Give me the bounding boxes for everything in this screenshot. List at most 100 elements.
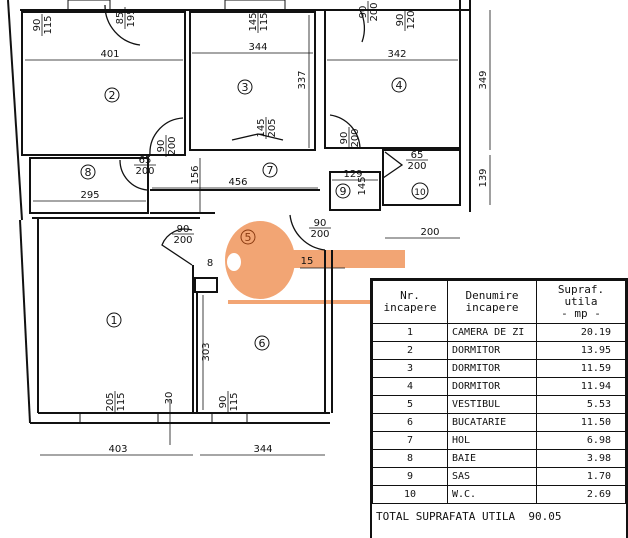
fraction-numerator: 90 xyxy=(32,19,43,32)
dimension-label: 295 xyxy=(80,190,99,201)
fraction-numerator: 85 xyxy=(115,12,126,25)
cell-name: HOL xyxy=(447,431,537,450)
cell-nr: 3 xyxy=(372,359,448,378)
walls xyxy=(7,0,471,424)
dimension-label: 337 xyxy=(297,70,308,89)
cell-area: 13.95 xyxy=(536,341,626,360)
floor-plan: 1 2 3 4 5 6 7 8 9 10 401 344 342 337 349… xyxy=(7,0,491,456)
fraction-denominator: 115 xyxy=(43,15,54,34)
cell-area: 1.70 xyxy=(536,467,626,486)
dimension-label: 403 xyxy=(108,444,127,455)
cell-nr: 4 xyxy=(372,377,448,396)
fraction-denominator: 120 xyxy=(406,10,417,29)
room-number: 4 xyxy=(396,79,403,92)
cell-area: 2.69 xyxy=(536,485,626,504)
dimension-label: 342 xyxy=(387,49,406,60)
fraction-numerator: 90 xyxy=(218,396,229,409)
fraction-numerator: 90 xyxy=(156,140,167,153)
fraction-numerator: 145 xyxy=(248,12,259,31)
dimension-label: 344 xyxy=(253,444,272,455)
room-number: 5 xyxy=(245,231,252,244)
fraction-denominator: 200 xyxy=(135,166,154,177)
dimension-label: 200 xyxy=(420,227,439,238)
fraction-denominator: 200 xyxy=(173,235,192,246)
room-number: 6 xyxy=(259,337,266,350)
room-number: 7 xyxy=(267,164,274,177)
cell-nr: 2 xyxy=(372,341,448,360)
fraction-denominator: 115 xyxy=(259,12,270,31)
fraction-numerator: 90 xyxy=(314,218,327,229)
cell-name: SAS xyxy=(447,467,537,486)
cell-name: VESTIBUL xyxy=(447,395,537,414)
dimension-label: 401 xyxy=(100,49,119,60)
fraction-denominator: 115 xyxy=(229,392,240,411)
cell-nr: 5 xyxy=(372,395,448,414)
cell-area: 11.94 xyxy=(536,377,626,396)
fraction-denominator: 195 xyxy=(126,8,137,27)
cell-area: 20.19 xyxy=(536,323,626,342)
fraction-denominator: 200 xyxy=(167,136,178,155)
cell-nr: 9 xyxy=(372,467,448,486)
fraction-numerator: 90 xyxy=(177,224,190,235)
fraction-numerator: 65 xyxy=(139,155,152,166)
cell-nr: 1 xyxy=(372,323,448,342)
fraction-numerator: 90 xyxy=(395,14,406,27)
fraction-denominator: 115 xyxy=(116,392,127,411)
room-number: 3 xyxy=(242,81,249,94)
room-number: 1 xyxy=(111,314,118,327)
dimension-label: 129 xyxy=(343,169,362,180)
dimension-label: 15 xyxy=(301,256,314,267)
fraction-denominator: 205 xyxy=(267,118,278,137)
room-number: 2 xyxy=(109,89,116,102)
cell-nr: 7 xyxy=(372,431,448,450)
dimension-label: 145 xyxy=(357,176,368,195)
dimension-label: 156 xyxy=(190,165,201,184)
dimension-label: 349 xyxy=(478,70,489,89)
fraction-denominator: 200 xyxy=(407,161,426,172)
cell-name: DORMITOR xyxy=(447,377,537,396)
fraction-denominator: 200 xyxy=(310,229,329,240)
dimension-lines xyxy=(25,10,491,456)
dimension-label: 139 xyxy=(478,168,489,187)
cell-name: DORMITOR xyxy=(447,341,537,360)
cell-nr: 6 xyxy=(372,413,448,432)
dimension-label: 456 xyxy=(228,177,247,188)
fraction-denominator: 200 xyxy=(350,128,361,147)
cell-name: BUCATARIE xyxy=(447,413,537,432)
cell-name: W.C. xyxy=(447,485,537,504)
fraction-numerator: 145 xyxy=(256,118,267,137)
cell-nr: 8 xyxy=(372,449,448,468)
total-value: 90.05 xyxy=(528,510,562,523)
fraction-denominator: 200 xyxy=(369,2,380,21)
cell-area: 6.98 xyxy=(536,431,626,450)
cell-area: 5.53 xyxy=(536,395,626,414)
cell-name: BAIE xyxy=(447,449,537,468)
dimension-label: 8 xyxy=(207,258,213,269)
fraction-numerator: 90 xyxy=(339,132,350,145)
header-area: Supraf.utila- mp - xyxy=(536,280,626,324)
cell-nr: 10 xyxy=(372,485,448,504)
